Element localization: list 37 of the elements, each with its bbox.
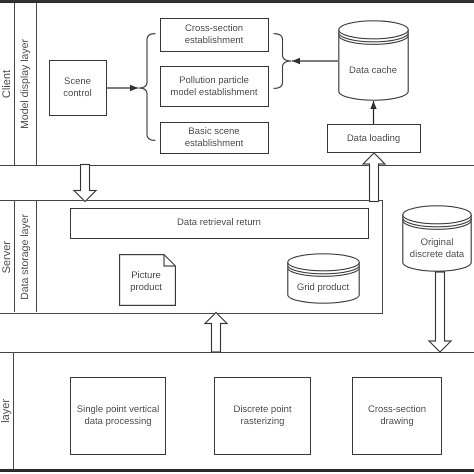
database-label: Data cache [348,64,398,76]
process-box [160,66,268,107]
process-box [352,376,442,454]
curly-brace [272,33,292,89]
process-box [160,18,268,52]
tier-label: Server [2,240,12,274]
database-label: Original discrete data [408,236,466,260]
hollow-arrow [362,152,386,202]
arrow [370,101,377,124]
hollow-arrow [72,164,98,202]
database-label: Grid product [296,282,350,294]
tier-band [0,352,474,472]
tier-label: Client [2,70,12,98]
step-label: Single point vertical data processing [76,404,160,428]
tier-label: layer [1,399,12,423]
step-label: Data retrieval return [177,217,261,229]
hollow-arrow [204,312,228,353]
process-box [48,60,106,116]
process-box [160,122,268,154]
hollow-arrow [428,271,452,353]
arrow [107,84,138,92]
step-label: Pollution particle model establishment [169,74,259,98]
step-label: Data loading [346,132,400,144]
process-box [70,376,166,454]
process-box [326,124,420,153]
layer-label: Data storage layer [20,214,31,300]
process-box [70,208,368,238]
step-label: Scene control [62,76,93,100]
arrow [292,58,338,64]
step-label: Cross-section drawing [366,404,428,428]
curly-brace [138,33,156,141]
document-label: Picture product [129,270,163,294]
step-label: Cross-section establishment [184,23,244,47]
layer-label: Model display layer [20,38,31,129]
step-label: Basic scene establishment [184,126,244,150]
step-label: Discrete point rasterizing [232,404,293,428]
process-box [214,376,311,454]
